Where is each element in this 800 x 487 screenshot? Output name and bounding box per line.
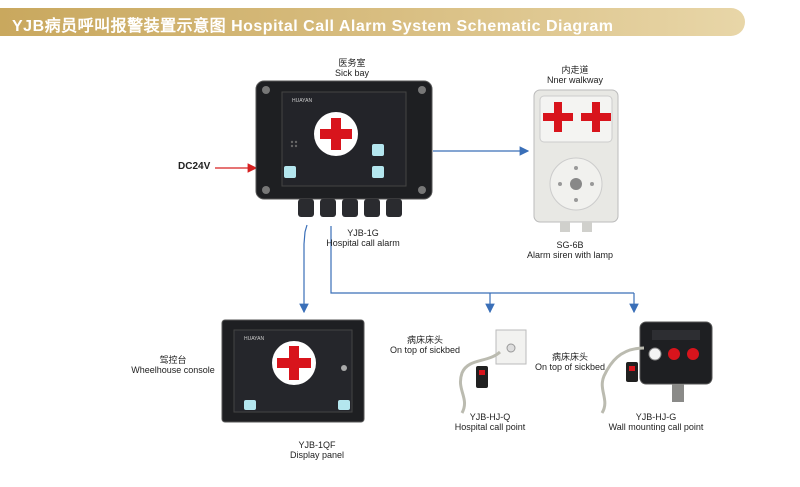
wheelhouse-label: 驾控台 Wheelhouse console (131, 355, 215, 375)
hospital-call-point-unit (459, 329, 527, 414)
wire-to-call-points (330, 226, 634, 294)
main-unit-label: YJB-1G Hospital call alarm (326, 228, 400, 248)
banner-title: YJB病员呼叫报警装置示意图 Hospital Call Alarm Syste… (12, 18, 614, 35)
alarm-siren-unit (533, 89, 619, 232)
display-panel-unit: HUAYAN (221, 319, 365, 423)
display-panel-label: YJB-1QF Display panel (289, 440, 345, 460)
svg-text:HUAYAN: HUAYAN (244, 336, 264, 342)
call-point-label: YJB-HJ-Q Hospital call point (454, 412, 526, 432)
wire-to-display (299, 224, 309, 314)
walkway-label: 内走道 Nner walkway (546, 65, 604, 85)
sickbed-label-1: 病床床头 On top of sickbed (389, 335, 461, 355)
power-label: DC24V (178, 161, 211, 172)
title-banner: YJB病员呼叫报警装置示意图 Hospital Call Alarm Syste… (0, 8, 745, 36)
main-alarm-unit: HUAYAN (255, 80, 433, 217)
sickbay-label: 医务室 Sick bay (334, 58, 369, 78)
siren-label: SG-6B Alarm siren with lamp (526, 240, 614, 260)
sickbed-label-2: 病床床头 On top of sickbed (534, 352, 606, 372)
wall-point-label: YJB-HJ-G Wall mounting call point (608, 412, 704, 432)
svg-text:HUAYAN: HUAYAN (292, 98, 312, 104)
wall-call-point-unit (600, 321, 713, 414)
